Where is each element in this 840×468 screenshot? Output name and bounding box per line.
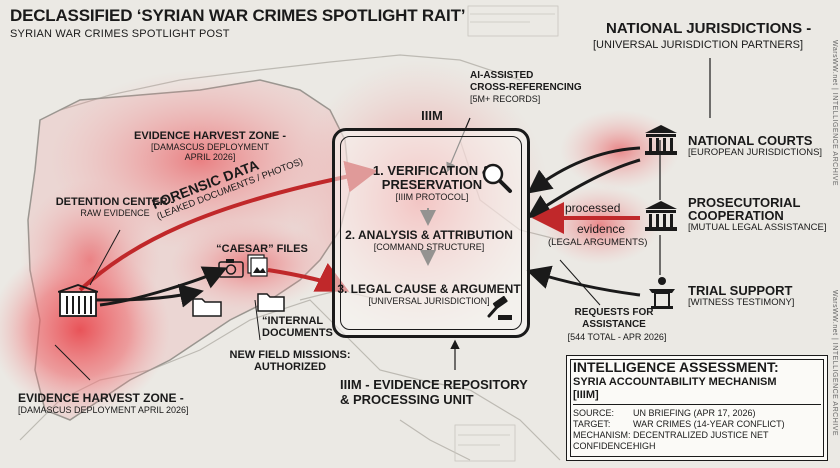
trial-arrow: [526, 265, 641, 297]
folder-icon: [257, 293, 285, 312]
assessment-row-target: TARGET:WAR CRIMES (14-YEAR CONFLICT): [573, 419, 785, 429]
processed-label: processed: [565, 201, 621, 215]
ai-cross-referencing: AI-ASSISTED CROSS-REFERENCING [5M+ RECOR…: [470, 70, 582, 104]
evidence-label: evidence: [577, 222, 626, 236]
courthouse-icon: [645, 125, 677, 155]
legal-arguments-label: (LEGAL ARGUMENTS): [548, 237, 648, 248]
step-2: 2. ANALYSIS & ATTRIBUTION [COMMAND STRUC…: [345, 228, 513, 252]
gavel-icon: [487, 296, 512, 320]
prosecutorial-cooperation: PROSECUTORIAL COOPERATION [MUTUAL LEGAL …: [688, 195, 827, 233]
assessment-row-confidence: CONFIDENCE:HIGH: [573, 441, 656, 451]
new-field-missions-label: NEW FIELD MISSIONS: AUTHORIZED: [229, 349, 351, 373]
national-jurisdictions-sub: [UNIVERSAL JURISDICTION PARTNERS]: [593, 39, 804, 51]
intelligence-assessment-box: INTELLIGENCE ASSESSMENT: SYRIA ACCOUNTAB…: [566, 355, 828, 461]
harvest-zone-top: EVIDENCE HARVEST ZONE - [DAMASCUS DEPLOY…: [134, 130, 286, 162]
national-jurisdictions-title: NATIONAL JURISDICTIONS -: [606, 20, 812, 37]
page-subtitle: SYRIAN WAR CRIMES SPOTLIGHT POST: [10, 28, 230, 40]
evidence-repository-label: IIIM - EVIDENCE REPOSITORY & PROCESSING …: [340, 377, 528, 407]
to-files-arrow: [94, 283, 204, 308]
iiim-box: [332, 128, 530, 338]
caesar-files-label: “CAESAR” FILES: [216, 243, 308, 255]
photos-icon: [247, 254, 268, 277]
harvest-zone-bottom: EVIDENCE HARVEST ZONE - [DAMASCUS DEPLOY…: [18, 391, 189, 416]
forensic-arrow: [78, 160, 378, 292]
to-caesar-arrow: [99, 266, 228, 307]
courthouse-icon: [645, 201, 677, 231]
trial-support: TRIAL SUPPORT [WITNESS TESTIMONY]: [688, 283, 795, 308]
requests-for-assistance: REQUESTS FOR ASSISTANCE: [574, 307, 654, 330]
magnifier-icon: [482, 163, 512, 193]
watermark-top: WarsWW.net | INTELLIGENCE ARCHIVE: [831, 40, 838, 187]
folder-icon: [192, 298, 222, 317]
courts-arrow-1: [527, 146, 641, 194]
camera-icon: [218, 259, 244, 278]
step-1: 1. VERIFICATION & PRESERVATION [IIIM PRO…: [372, 163, 492, 203]
podium-icon: [649, 277, 675, 309]
iiim-label: IIIM: [421, 108, 443, 123]
national-courts: NATIONAL COURTS [EUROPEAN JURISDICTIONS]: [688, 133, 823, 158]
assessment-row-source: SOURCE:UN BRIEFING (APR 17, 2026): [573, 408, 756, 418]
step-3: 3. LEGAL CAUSE & ARGUMENT [UNIVERSAL JUR…: [337, 282, 521, 306]
requests-total: [544 TOTAL - APR 2026]: [567, 332, 667, 342]
page-title: DECLASSIFIED ‘SYRIAN WAR CRIMES SPOTLIGH…: [10, 6, 466, 25]
internal-documents-label: “INTERNAL DOCUMENTS: [262, 315, 333, 339]
assessment-row-mechanism: MECHANISM:DECENTRALIZED JUSTICE NET: [573, 430, 769, 440]
prison-icon: [58, 284, 98, 317]
iiim-box-inner: [340, 136, 522, 330]
detention-center-label: DETENTION CENTER - RAW EVIDENCE: [55, 196, 175, 218]
watermark-bottom: WarsWW.net | INTELLIGENCE ARCHIVE: [831, 290, 838, 437]
